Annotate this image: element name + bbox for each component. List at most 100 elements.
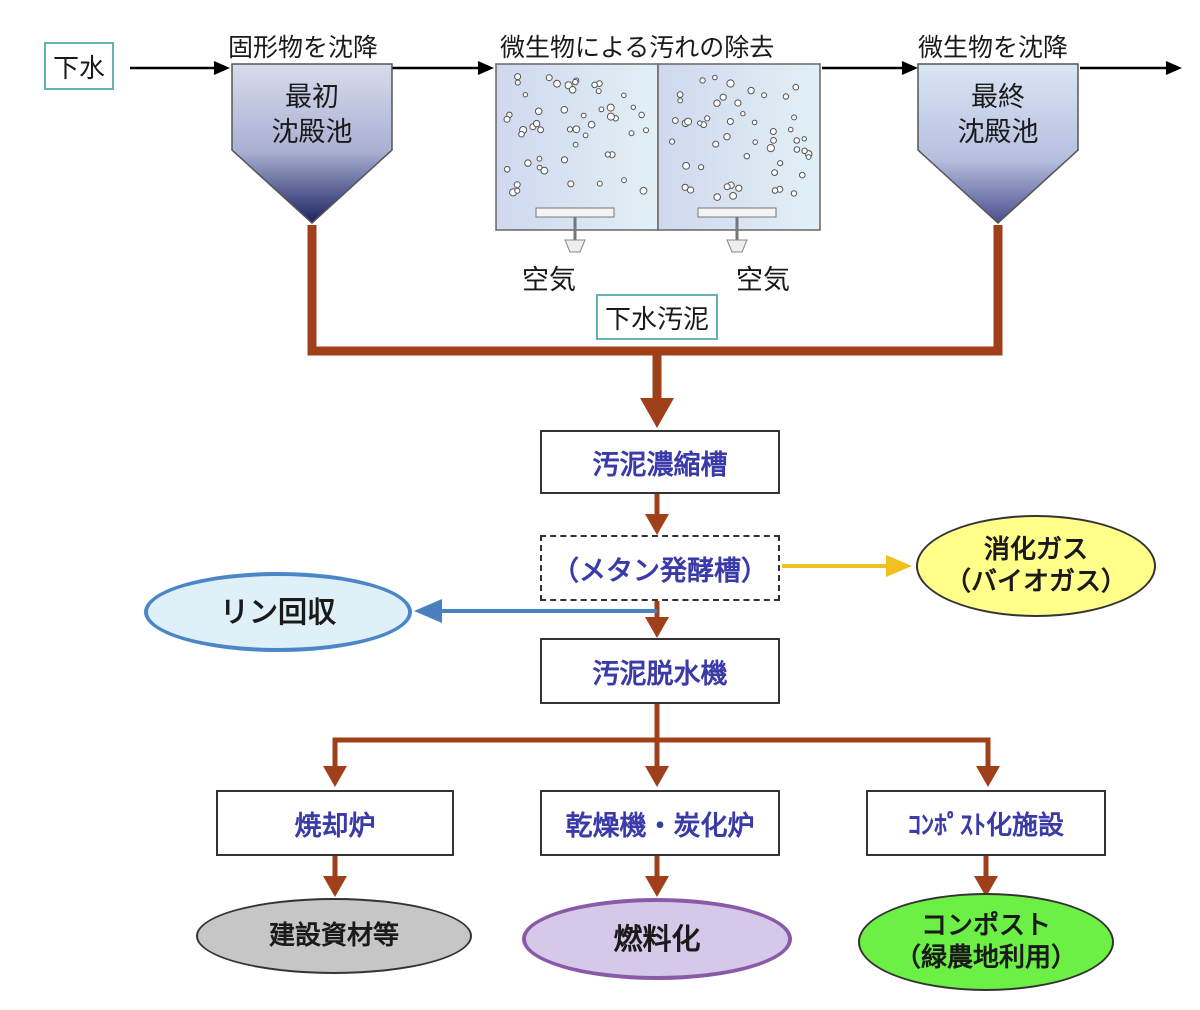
bubble: [697, 120, 703, 126]
bubble: [572, 141, 579, 148]
aeration-tank: [495, 63, 821, 253]
bubble: [568, 86, 577, 94]
bubble: [743, 153, 750, 160]
bubble: [503, 166, 511, 173]
sludge-thickener-box: 汚泥濃縮槽: [540, 430, 780, 494]
bubble: [671, 117, 679, 124]
bubble: [639, 186, 648, 195]
bubble: [805, 154, 812, 160]
sewage-sludge-label: 下水汚泥: [596, 294, 718, 340]
bubble: [687, 186, 695, 194]
water-flow-line: [130, 61, 1182, 75]
bubble: [681, 183, 689, 191]
incinerator-box: 焼却炉: [216, 790, 454, 856]
bubble: [734, 99, 742, 107]
methane-digester-box: （メタン発酵槽）: [540, 535, 780, 601]
sludge-arrowheads: [323, 398, 1000, 897]
bubble: [777, 160, 784, 167]
bubble: [580, 112, 587, 119]
bubble: [532, 119, 541, 128]
bubble: [582, 132, 589, 139]
bubble: [791, 114, 798, 121]
bubble: [596, 180, 603, 187]
bubble: [553, 79, 561, 88]
bubble: [598, 106, 605, 113]
final-settling-tank-shape: [917, 63, 1079, 225]
bubble: [643, 127, 649, 134]
bubble: [712, 74, 718, 81]
bubble: [726, 118, 734, 125]
bubble: [787, 126, 794, 133]
digestion-gas-oval: 消化ガス （バイオガス）: [916, 515, 1156, 617]
bubble: [735, 184, 743, 192]
bubble: [771, 187, 779, 194]
bubble: [514, 187, 521, 194]
compost-oval: コンポスト （緑農地利用）: [858, 893, 1114, 991]
bubble: [770, 137, 777, 144]
bubble: [514, 79, 521, 86]
bubble: [790, 190, 798, 197]
bubble: [545, 74, 553, 82]
bubble: [699, 77, 706, 84]
bubble: [560, 106, 569, 114]
bubble: [566, 126, 574, 133]
air-label-left: 空気: [522, 265, 576, 296]
final-settling-tank-label: 最終 沈殿池: [957, 82, 1039, 149]
bubble: [677, 97, 684, 104]
bubble: [606, 103, 615, 112]
bubble: [801, 147, 808, 155]
bubble: [713, 193, 722, 201]
bubble: [518, 130, 525, 138]
bubble: [591, 81, 598, 89]
bubble: [769, 128, 777, 135]
bubble: [793, 137, 801, 144]
biological-stage-caption: 微生物による汚れの除去: [500, 33, 775, 62]
bubble: [682, 161, 690, 170]
bubble: [606, 112, 615, 121]
bubble: [712, 140, 720, 148]
bubble: [751, 119, 758, 126]
bubble: [630, 104, 636, 111]
bubble: [719, 93, 727, 101]
bubble: [704, 115, 711, 122]
bubble: [761, 92, 768, 99]
bubble: [638, 111, 645, 119]
bubble: [524, 159, 532, 167]
bubble: [729, 192, 737, 200]
bubble: [799, 171, 806, 179]
bubble: [747, 86, 755, 95]
bubble: [503, 115, 511, 123]
bubble: [676, 91, 684, 98]
bubble: [595, 88, 602, 95]
compost-facility-box: ｺﾝﾎﾟｽﾄ化施設: [866, 790, 1106, 856]
bubble: [726, 79, 735, 88]
bubble: [766, 144, 775, 153]
phosphorus-recovery-oval: リン回収: [144, 572, 412, 652]
bubble: [793, 146, 801, 153]
bubble: [628, 130, 635, 137]
primary-settling-tank-label: 最初 沈殿池: [271, 82, 353, 149]
bubble: [534, 107, 543, 116]
bubble: [723, 133, 731, 141]
phosphorus-arrow: [414, 599, 657, 623]
bubble: [740, 111, 746, 117]
final-stage-caption: 微生物を沈降: [918, 33, 1069, 62]
bubble: [684, 117, 693, 126]
bubble: [698, 164, 705, 171]
bubble: [792, 83, 800, 91]
bubble: [771, 169, 778, 177]
construction-material-oval: 建設資材等: [196, 898, 472, 974]
air-bubbles: [503, 73, 813, 201]
bubble: [621, 177, 627, 184]
bubble: [604, 151, 611, 158]
inlet-sewage-label: 下水: [44, 42, 114, 90]
bubble: [513, 181, 521, 189]
bubble: [560, 156, 569, 164]
air-label-right: 空気: [736, 265, 790, 296]
bubble: [752, 139, 759, 145]
bubble: [723, 183, 731, 191]
bubble: [540, 166, 549, 175]
gas-arrow: [782, 555, 912, 577]
primary-stage-caption: 固形物を沈降: [228, 33, 379, 62]
